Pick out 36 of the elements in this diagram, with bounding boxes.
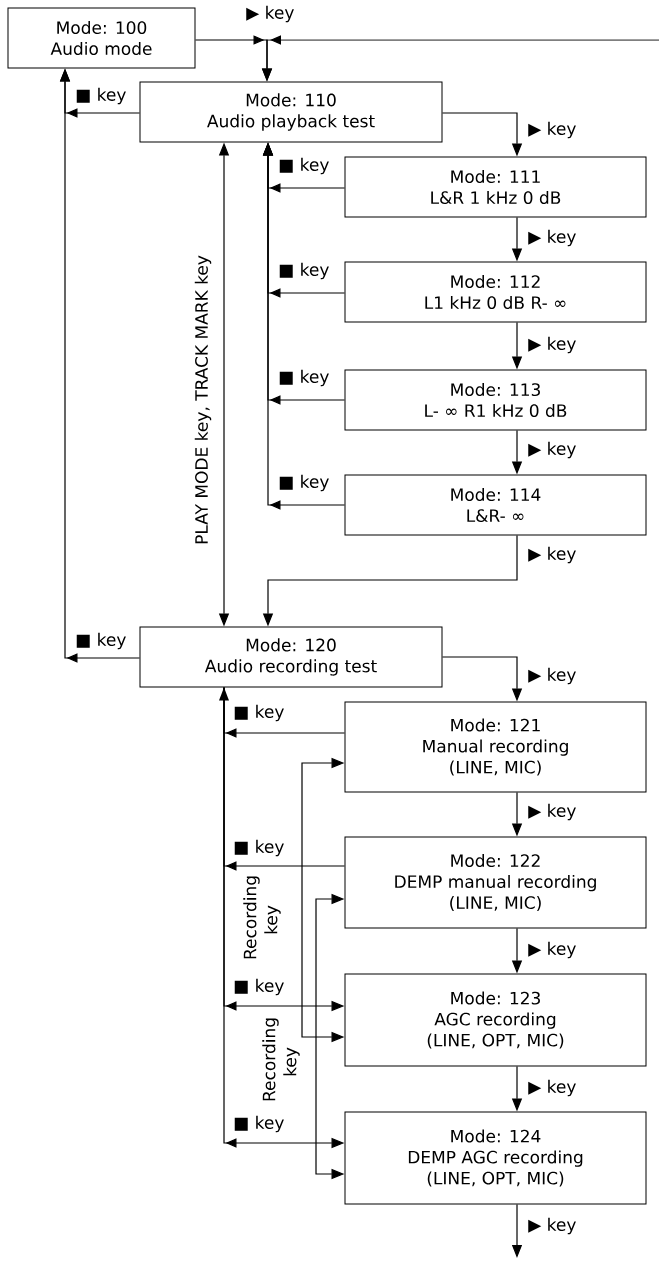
edge-label: ■ key (74, 631, 128, 651)
mode-box: Mode: 122 DEMP manual recording (LINE, MIC) (344, 836, 647, 929)
edge-label: ▶ key (527, 1078, 578, 1098)
edge-label: ▶ key (527, 802, 578, 822)
edge-label: ▶ key (245, 4, 296, 24)
mode-box: Mode: 114 L&R- ∞ (344, 474, 647, 536)
edge-label: ■ key (232, 977, 286, 997)
edge-label: ■ key (232, 703, 286, 723)
edge-label: ■ key (232, 1114, 286, 1134)
mode-box: Mode: 113 L- ∞ R1 kHz 0 dB (344, 369, 647, 431)
mode-box: Mode: 111 L&R 1 kHz 0 dB (344, 156, 647, 218)
mode-box: Mode: 120 Audio recording test (139, 626, 443, 688)
edge-label: ■ key (277, 368, 331, 388)
edge-label: ▶ key (527, 545, 578, 565)
edge-label: ▶ key (527, 440, 578, 460)
edge-label: ■ key (277, 473, 331, 493)
edge-label: Recording key (242, 876, 282, 961)
edge-label: ■ key (74, 86, 128, 106)
mode-box: Mode: 123 AGC recording (LINE, OPT, MIC) (344, 973, 647, 1067)
mode-box: Mode: 100 Audio mode (7, 7, 196, 69)
edge-label: ■ key (277, 156, 331, 176)
edge-label: ▶ key (527, 335, 578, 355)
edge-label: ▶ key (527, 940, 578, 960)
mode-box: Mode: 124 DEMP AGC recording (LINE, OPT, MIC) (344, 1111, 647, 1205)
mode-box: Mode: 112 L1 kHz 0 dB R- ∞ (344, 261, 647, 323)
edge-label: Recording key (261, 1018, 301, 1103)
edge-label: ■ key (232, 838, 286, 858)
edge-label: ▶ key (527, 120, 578, 140)
edge-label: ■ key (277, 261, 331, 281)
mode-box: Mode: 121 Manual recording (LINE, MIC) (344, 701, 647, 793)
edge-label: PLAY MODE key, TRACK MARK key (193, 254, 213, 546)
mode-box: Mode: 110 Audio playback test (139, 81, 443, 143)
arrowhead (219, 687, 229, 701)
edge-label: ▶ key (527, 1216, 578, 1236)
edge-label: ▶ key (527, 228, 578, 248)
edge-label: ▶ key (527, 666, 578, 686)
